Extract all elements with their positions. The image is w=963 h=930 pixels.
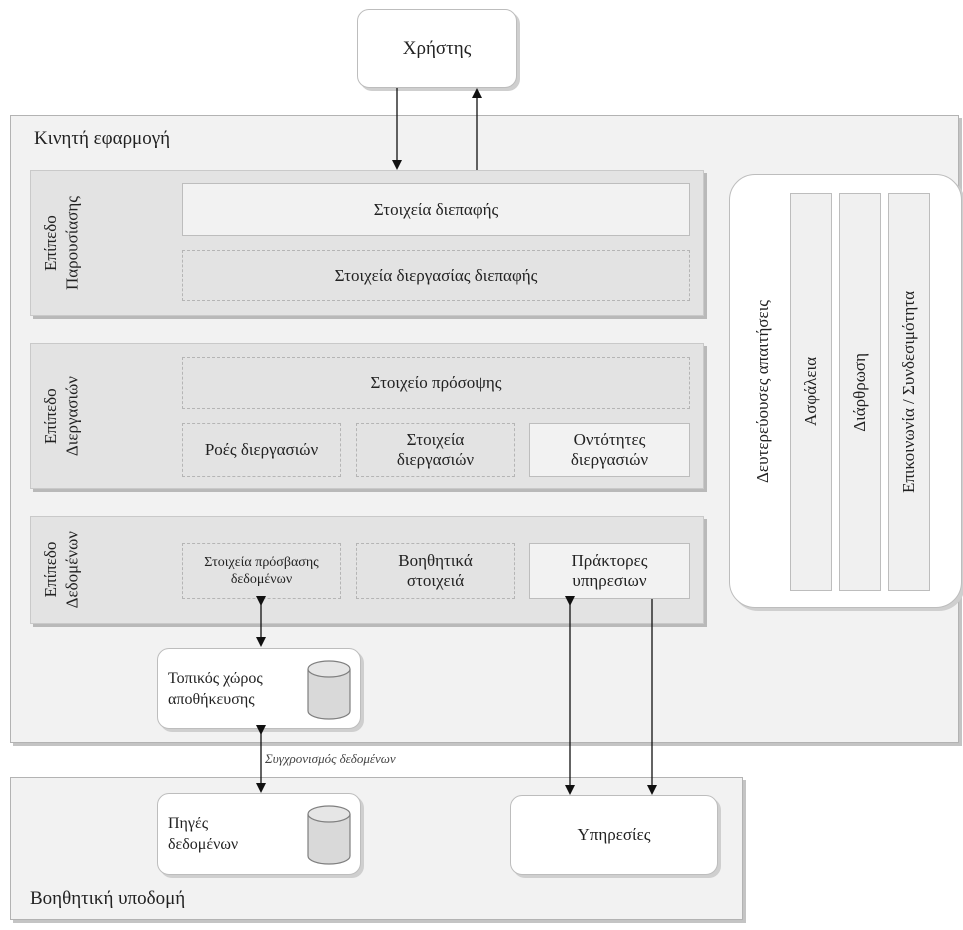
local-storage-box: Τοπικός χώρος αποθήκευσης bbox=[157, 648, 361, 729]
local-storage-label: Τοπικός χώρος αποθήκευσης bbox=[168, 669, 263, 708]
process-flows-box: Ροές διεργασιών bbox=[182, 423, 341, 477]
ui-process-components-box: Στοιχεία διεργασίας διεπαφής bbox=[182, 250, 690, 301]
sync-label: Συγχρονισμός δεδομένων bbox=[265, 751, 396, 766]
mobile-app-title: Κινητή εφαρμογή bbox=[34, 128, 171, 149]
data-sources-label: Πηγές δεδομένων bbox=[168, 815, 239, 853]
service-agents-box: Πράκτορες υπηρεσιων bbox=[529, 543, 690, 599]
structure-column: Διάρθρωση bbox=[839, 193, 881, 591]
database-icon bbox=[307, 805, 351, 865]
facade-box: Στοιχείο πρόσοψης bbox=[182, 357, 690, 409]
data-access-components-box: Στοιχεία πρόσβασης δεδομένων bbox=[182, 543, 341, 599]
security-column: Ασφάλεια bbox=[790, 193, 832, 591]
process-components-box: Στοιχεία διεργασιών bbox=[356, 423, 515, 477]
process-entities-box: Οντότητες διεργασιών bbox=[529, 423, 690, 477]
communication-column: Επικοινωνία / Συνδεσιμότητα bbox=[888, 193, 930, 591]
services-box: Υπηρεσίες bbox=[510, 795, 718, 875]
helper-components-box: Βοηθητικά στοιχειά bbox=[356, 543, 515, 599]
infrastructure-title: Βοηθητική υποδομή bbox=[30, 888, 186, 909]
ui-components-box: Στοιχεία διεπαφής bbox=[182, 183, 690, 236]
user-box: Χρήστης bbox=[357, 9, 517, 88]
database-icon bbox=[307, 660, 351, 720]
data-sources-box: Πηγές δεδομένων bbox=[157, 793, 361, 875]
